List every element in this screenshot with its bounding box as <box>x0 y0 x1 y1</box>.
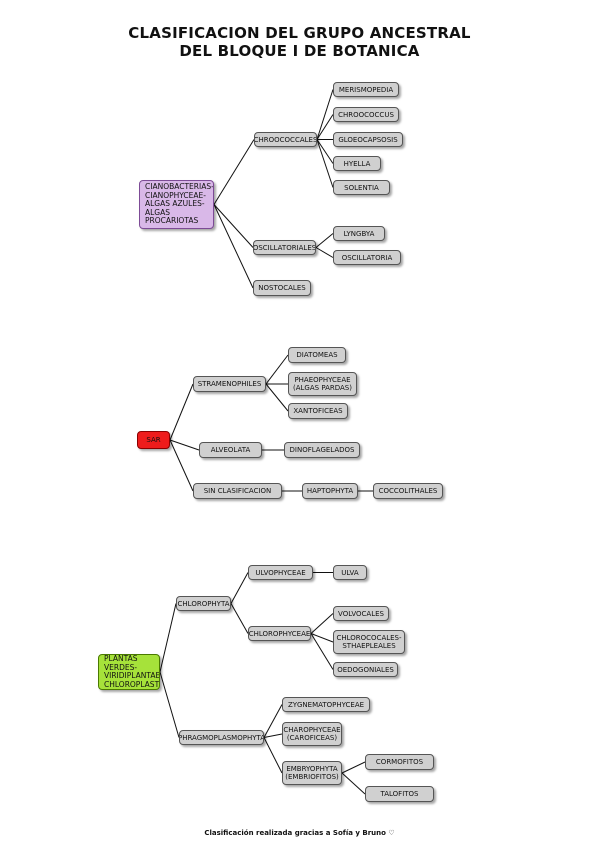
connector-phragmoplasmophyta-zygnematophyceae <box>263 704 283 738</box>
node-talofitos[interactable]: TALOFITOS <box>365 786 434 802</box>
node-plantas-verdes[interactable]: PLANTAS VERDES- VIRIDIPLANTAE- CHLOROPLA… <box>98 654 160 690</box>
node-chroococcus[interactable]: CHROOCOCCUS <box>333 107 399 122</box>
connector-phragmoplasmophyta-embryophyta <box>263 737 283 774</box>
connector-chlorophyceae-oedogoniales <box>310 633 334 670</box>
node-alveolata[interactable]: ALVEOLATA <box>199 442 262 458</box>
node-haptophyta[interactable]: HAPTOPHYTA <box>302 483 358 499</box>
connector-plantas-chlorophyta <box>159 603 177 673</box>
node-sar[interactable]: SAR <box>137 431 170 449</box>
node-xantoficeas[interactable]: XANTOFICEAS <box>288 403 348 419</box>
connector-sar-stramenophiles <box>169 383 194 441</box>
diagram-title: CLASIFICACION DEL GRUPO ANCESTRAL DEL BL… <box>0 24 599 60</box>
connector-embryophyta-cormofitos <box>341 761 366 774</box>
title-line-2: DEL BLOQUE I DE BOTANICA <box>179 42 420 60</box>
node-solentia[interactable]: SOLENTIA <box>333 180 390 195</box>
connector-phragmoplasmophyta-charophyceae <box>263 733 283 738</box>
node-diatomeas[interactable]: DIATOMEAS <box>288 347 346 363</box>
connector-stramenophiles-diatomeas <box>265 354 289 385</box>
connector-ciano-oscillatoriales <box>213 204 254 248</box>
node-nostocales[interactable]: NOSTOCALES <box>253 280 311 296</box>
node-gloeocapsosis[interactable]: GLOEOCAPSOSIS <box>333 132 403 147</box>
connector-sar-alveolata <box>169 439 200 451</box>
node-embryophyta[interactable]: EMBRYOPHYTA (EMBRIOFITOS) <box>282 761 342 785</box>
connector-ciano-chroococales <box>213 139 255 205</box>
node-charophyceae[interactable]: CHAROPHYCEAE (CAROFICEAS) <box>282 722 342 746</box>
connector-oscillatoriales-lyngbya <box>315 233 334 248</box>
connector-oscillatoriales-oscillatoria <box>315 247 334 258</box>
connector-sar-sin_clasificacion <box>169 439 194 492</box>
node-volvocales[interactable]: VOLVOCALES <box>333 606 389 621</box>
node-hyella[interactable]: HYELLA <box>333 156 381 171</box>
connector-chlorophyceae-chlorococales <box>310 633 334 643</box>
node-sin-clasificacion[interactable]: SIN CLASIFICACION <box>193 483 282 499</box>
node-cormofitos[interactable]: CORMOFITOS <box>365 754 434 770</box>
node-stramenophiles[interactable]: STRAMENOPHILES <box>193 376 266 392</box>
connector-chroococales-merismopedia <box>316 89 334 140</box>
node-zygnematophyceae[interactable]: ZYGNEMATOPHYCEAE <box>282 697 370 712</box>
node-coccolithales[interactable]: COCCOLITHALES <box>373 483 443 499</box>
node-phragmoplasmophyta[interactable]: PHRAGMOPLASMOPHYTA <box>179 730 264 745</box>
node-oedogoniales[interactable]: OEDOGONIALES <box>333 662 398 677</box>
connector-chlorophyta-ulvophyceae <box>230 572 249 604</box>
connector-chroococales-solentia <box>316 139 334 188</box>
node-oscillatoria[interactable]: OSCILLATORIA <box>333 250 401 265</box>
node-chroococales[interactable]: CHROOCOCCALES <box>254 132 317 147</box>
node-chlorococales[interactable]: CHLOROCOCALES- STHAEPLEALES <box>333 630 405 654</box>
node-dinoflagelados[interactable]: DINOFLAGELADOS <box>284 442 360 458</box>
connector-chroococales-hyella <box>316 139 334 164</box>
node-chlorophyceae[interactable]: CHLOROPHYCEAE <box>248 626 311 641</box>
node-ulva[interactable]: ULVA <box>333 565 367 580</box>
title-line-1: CLASIFICACION DEL GRUPO ANCESTRAL <box>128 24 471 42</box>
footer-credit: Clasificación realizada gracias a Sofía … <box>204 829 395 837</box>
node-lyngbya[interactable]: LYNGBYA <box>333 226 385 241</box>
connector-chlorophyta-chlorophyceae <box>230 603 249 634</box>
connector-plantas-phragmoplasmophyta <box>159 671 180 738</box>
connector-ciano-nostocales <box>213 204 254 289</box>
node-chlorophyta[interactable]: CHLOROPHYTA <box>176 596 231 611</box>
connector-chlorophyceae-volvocales <box>310 613 334 634</box>
node-oscillatoriales[interactable]: OSCILLATORIALES <box>253 240 316 255</box>
node-merismopedia[interactable]: MERISMOPEDIA <box>333 82 399 97</box>
node-phaeophyceae[interactable]: PHAEOPHYCEAE (ALGAS PARDAS) <box>288 372 357 396</box>
connector-stramenophiles-xantoficeas <box>265 383 289 412</box>
connector-chroococales-chroococcus <box>316 114 334 140</box>
connector-embryophyta-talofitos <box>341 772 366 795</box>
node-cianobacterias[interactable]: CIANOBACTERIAS- CIANOPHYCEAE- ALGAS AZUL… <box>139 180 214 229</box>
node-ulvophyceae[interactable]: ULVOPHYCEAE <box>248 565 313 580</box>
